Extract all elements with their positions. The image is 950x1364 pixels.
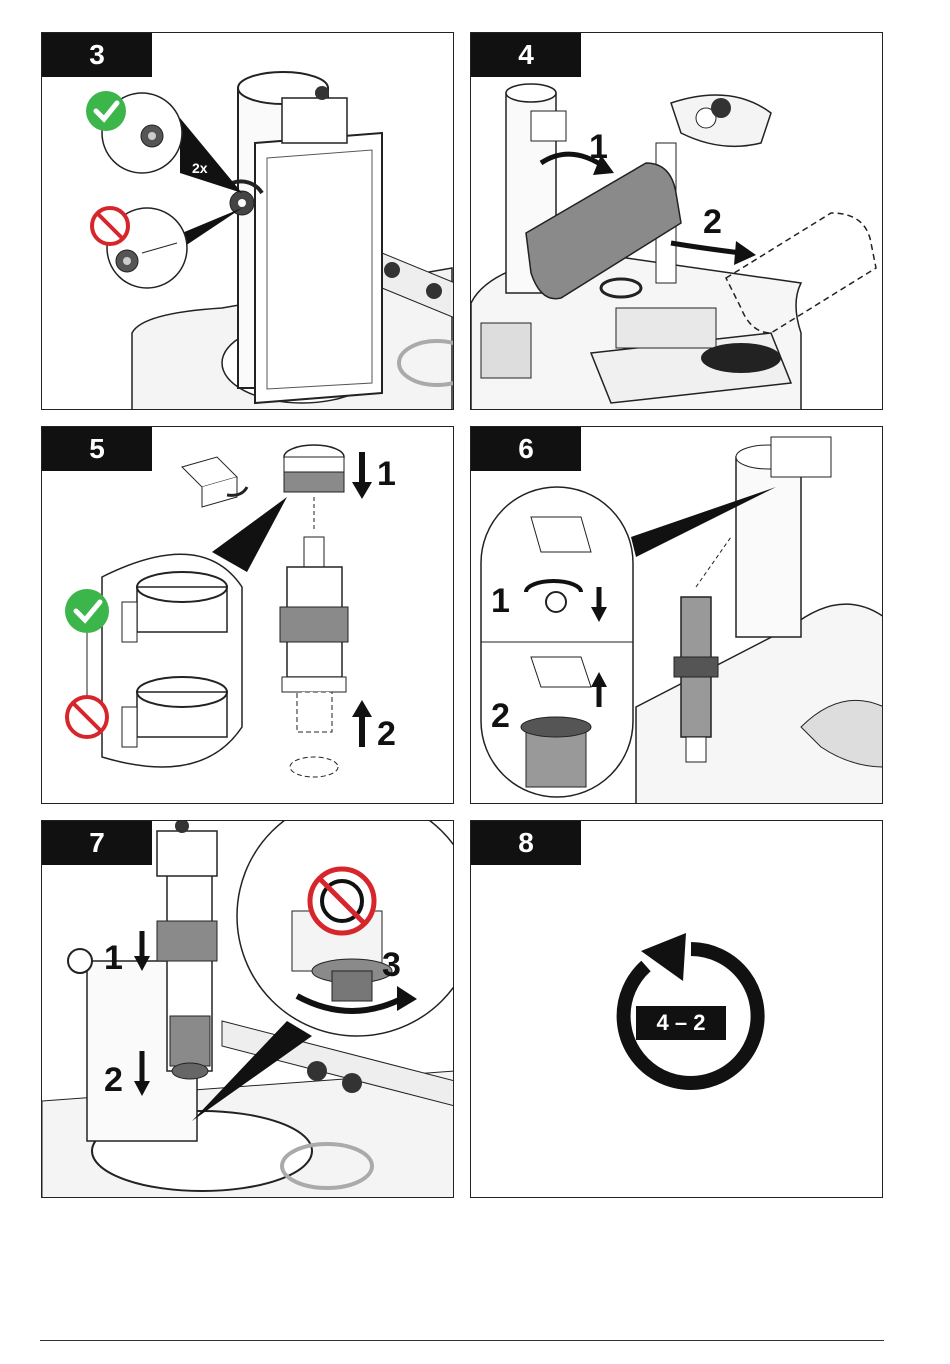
step-3-panel: 2x 3 [41, 32, 454, 410]
step-6-badge: 6 [471, 427, 581, 471]
step-7-badge: 7 [42, 821, 152, 865]
step-5-panel: 1 2 5 [41, 426, 454, 804]
prohibited-circle-icon [92, 208, 128, 244]
step-6-illustration: 1 2 [471, 427, 883, 804]
footer-rule [40, 1340, 884, 1341]
step-7-panel: 1 2 3 7 [41, 820, 454, 1198]
step-8-badge: 8 [471, 821, 581, 865]
step-4-badge: 4 [471, 33, 581, 77]
step-3-count-label: 2x [192, 160, 208, 176]
step-7-sub1-label: 1 [104, 939, 123, 977]
step-8-illustration: 4 – 2 [471, 821, 883, 1198]
step-6-panel: 1 2 6 [470, 426, 883, 804]
step-7-illustration: 1 2 3 [42, 821, 454, 1198]
repeat-steps-label: 4 – 2 [657, 1010, 706, 1035]
step-5-sub2-label: 2 [377, 715, 396, 753]
checkmark-circle-icon [86, 91, 126, 131]
no-rotate-icon [310, 869, 374, 933]
step-4-panel: 1 2 4 [470, 32, 883, 410]
step-8-panel: 4 – 2 8 [470, 820, 883, 1198]
step-6-sub2-label: 2 [491, 697, 510, 735]
step-7-sub3-label: 3 [382, 946, 401, 984]
step-5-illustration: 1 2 [42, 427, 454, 804]
checkmark-circle-icon [65, 589, 109, 633]
step-3-illustration: 2x [42, 33, 454, 410]
step-4-sub1-label: 1 [589, 128, 608, 166]
step-7-sub2-label: 2 [104, 1061, 123, 1099]
step-6-sub1-label: 1 [491, 582, 510, 620]
step-4-sub2-label: 2 [703, 203, 722, 241]
step-3-badge: 3 [42, 33, 152, 77]
step-5-sub1-label: 1 [377, 455, 396, 493]
step-4-illustration: 1 2 [471, 33, 883, 410]
step-5-badge: 5 [42, 427, 152, 471]
prohibited-circle-icon [67, 697, 107, 737]
